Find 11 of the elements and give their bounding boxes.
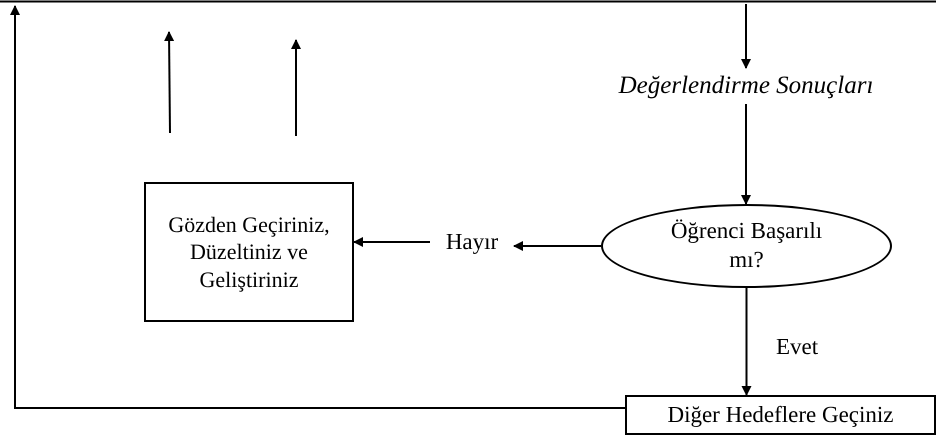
arrow (513, 241, 601, 251)
arrow (10, 5, 625, 409)
arrow (741, 4, 751, 69)
arrow (742, 288, 752, 396)
flow-text: Değerlendirme Sonuçları (610, 68, 882, 104)
decision-ellipse: Öğrenci Başarılı mı? (601, 204, 892, 288)
process-box: Diğer Hedeflere Geçiniz (625, 395, 936, 435)
arrow (353, 237, 430, 247)
arrow (741, 104, 751, 205)
process-box: Gözden Geçiriniz, Düzeltiniz ve Geliştiriniz (144, 182, 354, 322)
flow-text: Hayır (430, 228, 514, 256)
